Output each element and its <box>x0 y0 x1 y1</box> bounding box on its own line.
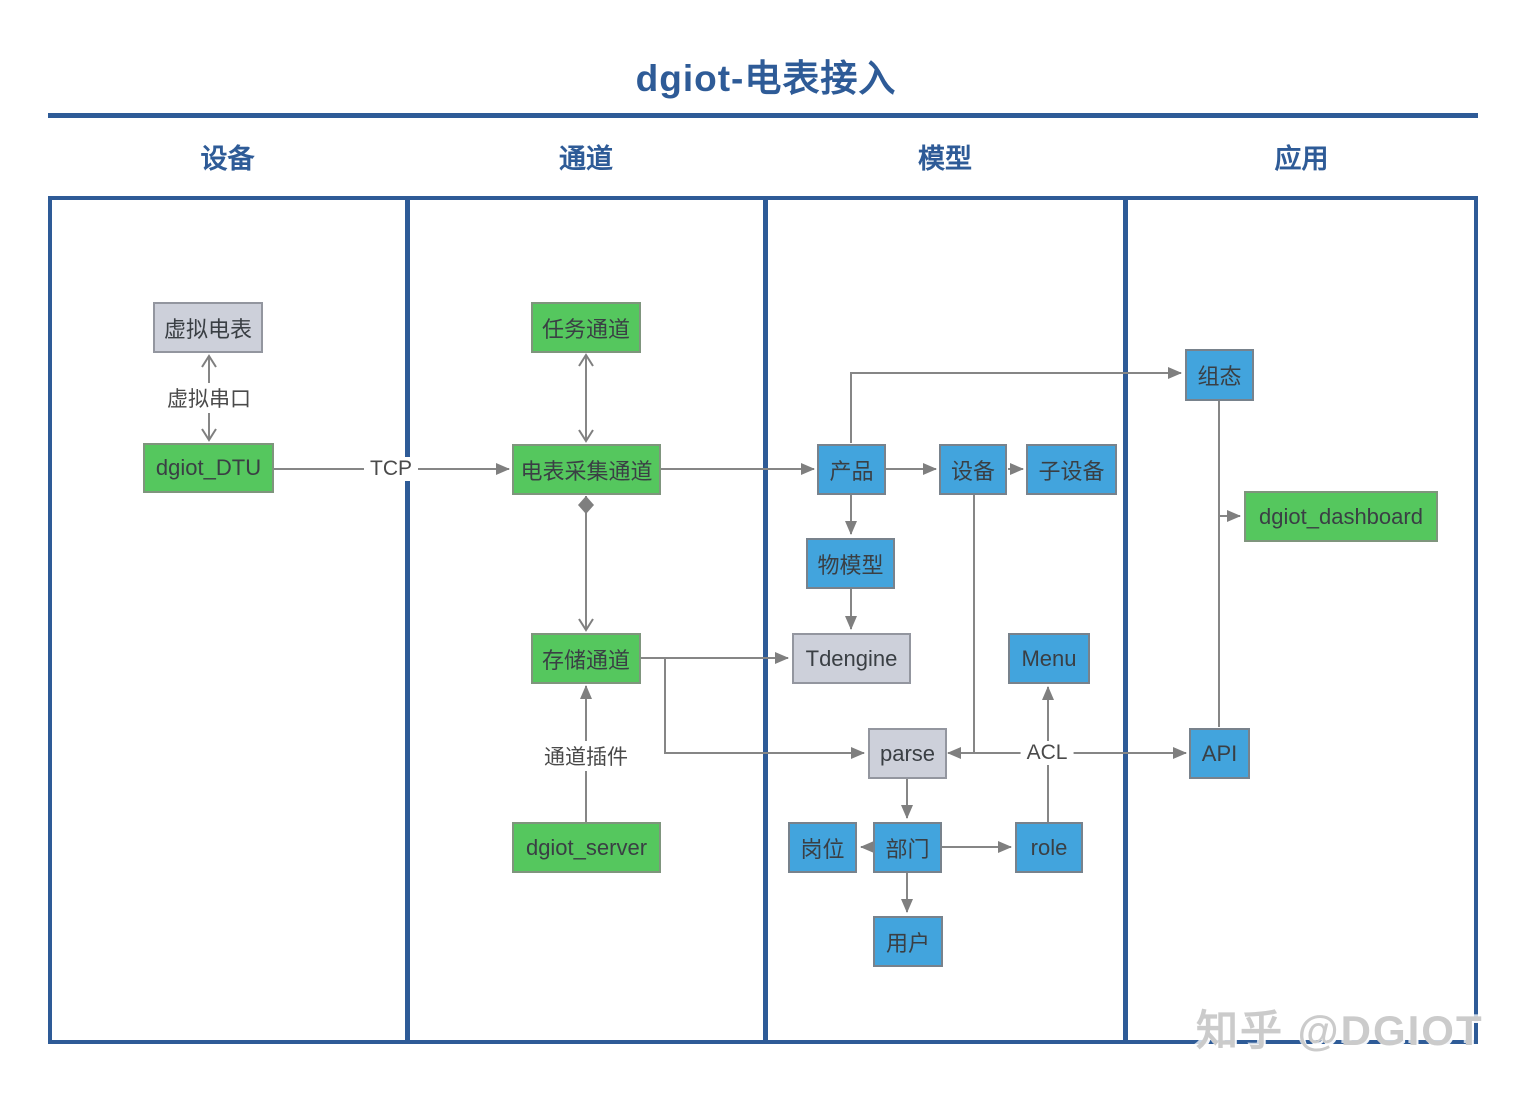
node-api: API <box>1189 728 1250 779</box>
node-tdengine: Tdengine <box>792 633 911 684</box>
node-product: 产品 <box>817 444 886 495</box>
lane-header-channel: 通道 <box>559 144 613 174</box>
node-user: 用户 <box>873 916 943 967</box>
node-sub-device: 子设备 <box>1026 444 1117 495</box>
node-parse: parse <box>868 728 947 779</box>
lane-header-model: 模型 <box>918 144 972 174</box>
lane-divider-1 <box>405 196 410 1044</box>
title-divider <box>48 113 1478 118</box>
edge-label-virtual-serial: 虚拟串口 <box>161 383 257 413</box>
node-dgiot-dashboard: dgiot_dashboard <box>1244 491 1438 542</box>
node-meter-collect-channel: 电表采集通道 <box>512 444 661 495</box>
edge-label-tcp: TCP <box>364 457 418 481</box>
node-device: 设备 <box>939 444 1007 495</box>
lane-divider-2 <box>763 196 768 1044</box>
node-task-channel: 任务通道 <box>531 302 641 353</box>
node-department: 部门 <box>873 822 942 873</box>
lane-divider-3 <box>1123 196 1128 1044</box>
node-scada: 组态 <box>1185 349 1254 401</box>
lane-header-device: 设备 <box>200 144 255 174</box>
node-dgiot-server: dgiot_server <box>512 822 661 873</box>
node-dgiot-dtu: dgiot_DTU <box>143 443 274 493</box>
node-virtual-meter: 虚拟电表 <box>153 302 263 353</box>
edge-label-acl: ACL <box>1020 741 1074 765</box>
page-title: dgiot-电表接入 <box>635 58 897 99</box>
node-post: 岗位 <box>788 822 857 873</box>
node-thing-model: 物模型 <box>806 538 895 589</box>
node-menu: Menu <box>1008 633 1090 684</box>
lane-header-app: 应用 <box>1274 144 1329 174</box>
node-storage-channel: 存储通道 <box>531 633 641 684</box>
zhihu-watermark: 知乎 @DGIOT <box>1196 1007 1484 1054</box>
node-role: role <box>1015 822 1083 873</box>
edge-label-channel-plugin: 通道插件 <box>538 741 634 771</box>
